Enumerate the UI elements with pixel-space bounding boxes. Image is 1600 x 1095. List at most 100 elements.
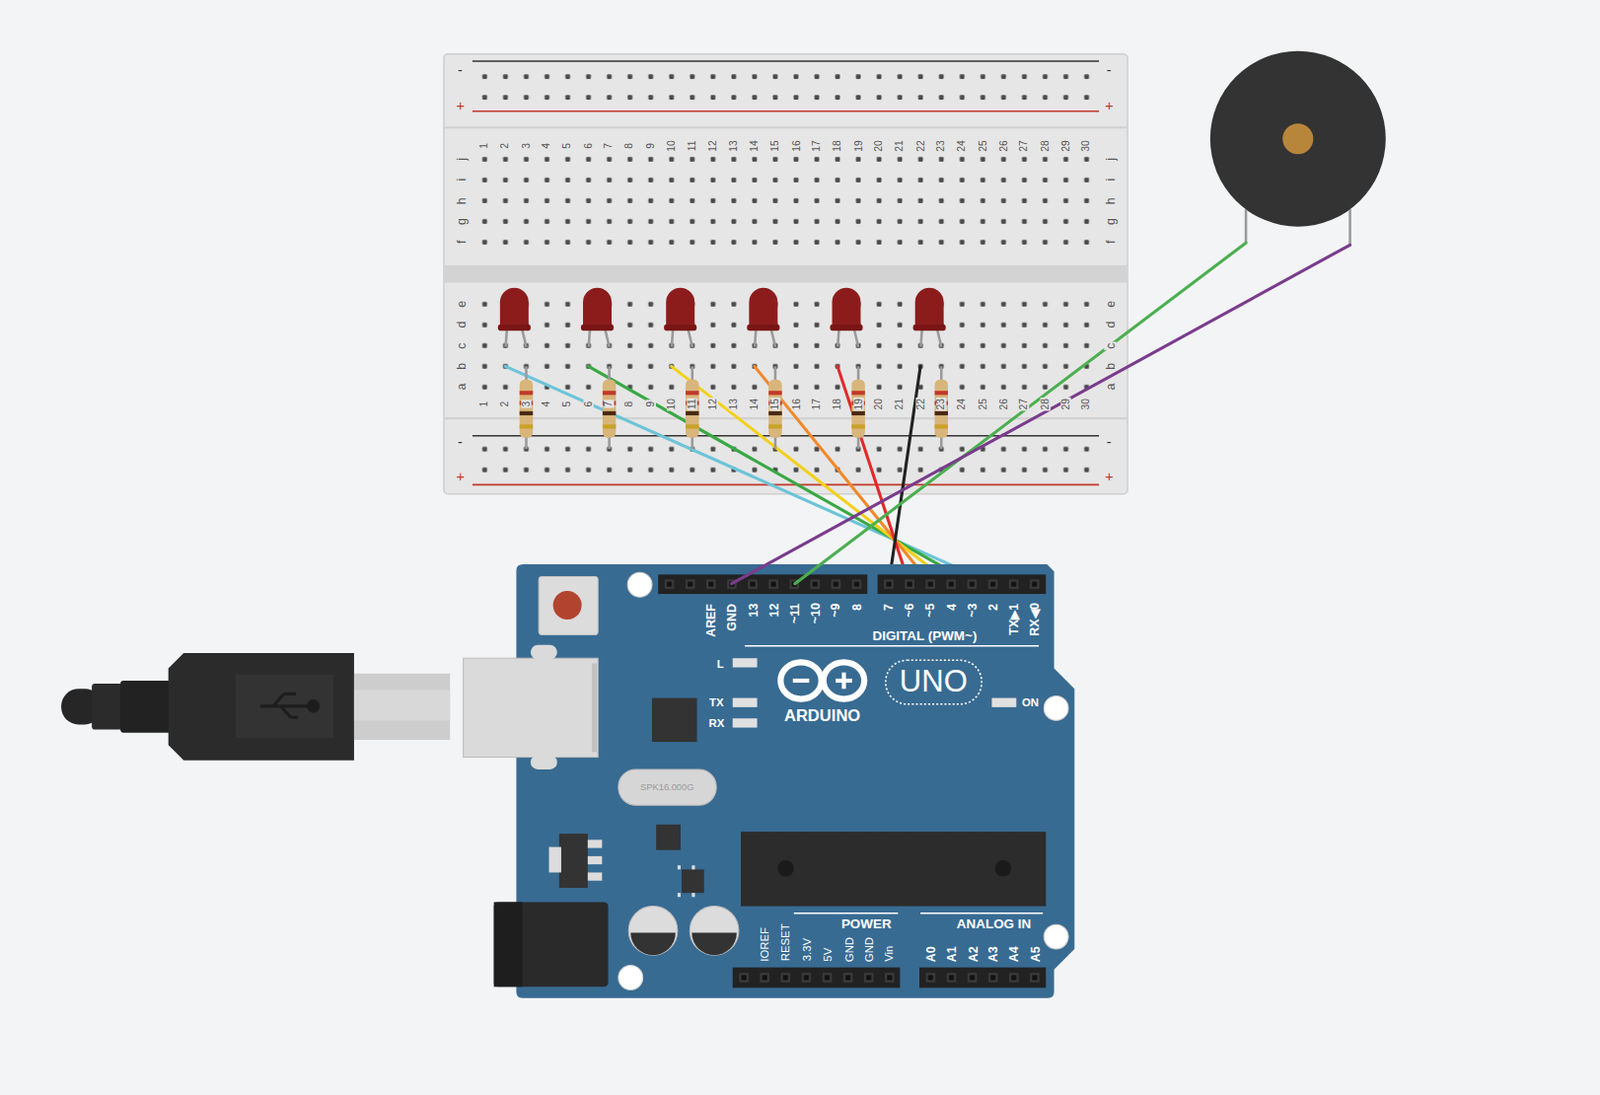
capacitor [689,906,739,956]
header-rule [920,912,1043,915]
led-label: ON [1020,696,1040,708]
led-rim [498,324,531,331]
usb-plug [168,653,355,761]
resistor-body [768,379,782,438]
column-number: 22 [915,139,926,153]
reset-button [538,576,598,635]
row-letter: f [1103,239,1116,246]
header-rule [744,645,1039,648]
led [746,288,780,348]
buzzer-center [1282,123,1313,154]
row-letter: i [454,177,467,183]
mounting-hole [618,965,644,991]
ic-pins [740,827,1046,833]
led-body [832,288,862,329]
pin-label: ~11 [788,601,800,624]
resistor-band [935,424,948,429]
status-led [732,718,758,728]
brand-name: ARDUINO [783,708,862,726]
rail-sign: - [1105,435,1113,449]
usb-socket [463,657,599,757]
pin-label: GND [864,935,875,962]
column-number: 10 [666,397,677,412]
status-led [991,698,1017,708]
column-number: 6 [582,400,593,409]
led [581,288,614,348]
pin-label: 4 [945,601,957,611]
column-number: 21 [894,139,905,153]
column-number: 3 [520,400,531,409]
pin-header [877,574,1047,594]
pin-label: A0 [924,945,937,963]
column-number: 23 [936,139,946,153]
header-pins [877,574,1045,594]
column-number: 12 [708,139,719,153]
cable-boot [120,680,172,733]
column-number: 3 [520,142,531,150]
pin-header [919,967,1046,989]
column-number: 5 [562,400,573,409]
row-letter: c [1103,341,1116,350]
row-letter: g [454,217,467,226]
column-number: 4 [541,400,552,409]
pin-label: 3.3V [800,937,812,962]
pin-label: 7 [882,601,895,611]
column-number: 23 [936,397,946,412]
usb-plug-face [235,674,334,738]
pin-label: A5 [1028,945,1041,963]
led-rim [746,324,780,331]
chip-pins [677,865,696,897]
row-letter: b [454,362,467,371]
column-number: 7 [603,142,614,150]
led-rim [829,324,863,331]
regulator-tab [549,847,562,873]
resistor-body [519,379,533,438]
usb-socket-edge [591,662,597,752]
row-letter: h [454,196,467,206]
column-number: 7 [603,400,614,409]
column-number: 11 [687,140,698,153]
breadboard-holes [474,293,1097,398]
resistor-body [851,379,865,438]
pin-label: A1 [945,945,957,963]
socket-tab [530,754,558,769]
resistor-body [685,379,699,438]
resistor-band [768,411,782,416]
row-letter: d [454,320,467,330]
pin-label: GND [843,935,855,962]
usb-cable [61,653,450,761]
column-number: 2 [500,142,510,150]
column-number: 24 [956,397,967,412]
led-body [665,288,695,329]
pin-header [732,967,901,989]
pin-label: ~6 [902,601,915,618]
mounting-hole [627,572,653,597]
led-rim [581,324,614,331]
pin-label: ~3 [965,601,978,618]
column-number: 2 [500,400,510,409]
resistor-symbol [851,365,865,449]
breadboard-body [443,54,1128,495]
column-number: 30 [1081,397,1091,412]
header-title: POWER [840,916,893,930]
rail-holes [474,66,1097,108]
buzzer-leg [1244,209,1248,243]
pin-label: 13 [746,601,759,618]
rail-sign: - [1105,62,1113,76]
led-label: RX [707,717,726,728]
header-pins [658,574,868,594]
breadboard-holes [474,148,1097,253]
led-body [915,288,945,329]
resistor-band [851,424,865,429]
usb-metal [354,673,450,740]
capacitor [628,906,678,956]
led [663,288,697,348]
led-body [748,288,778,329]
resistors [519,365,948,449]
resistor-band [519,390,533,395]
rail-divider [444,126,1127,129]
column-number: 8 [624,400,635,409]
wire [505,365,993,583]
resistor-band [685,390,699,395]
row-letter: a [454,382,467,392]
